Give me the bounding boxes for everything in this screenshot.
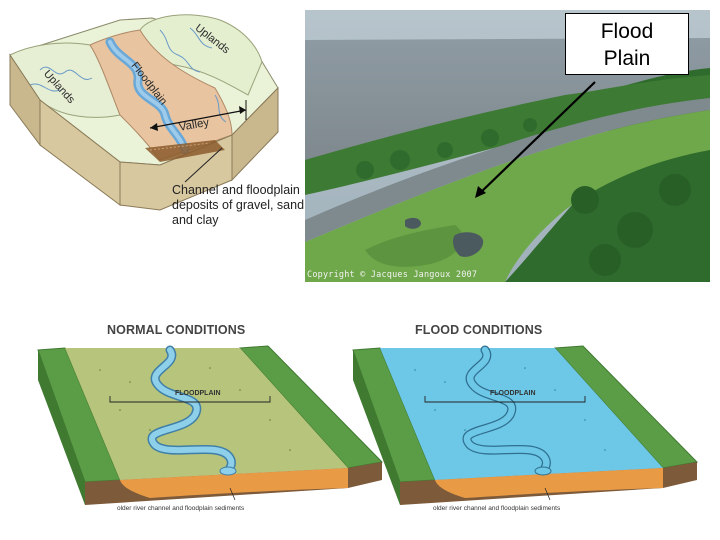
valley-block-svg — [9, 14, 279, 211]
photo-copyright: Copyright © Jacques Jangoux 2007 — [307, 270, 478, 280]
river-channel-photo — [305, 98, 710, 242]
floodplain-label-normal: FLOODPLAIN — [175, 390, 221, 397]
valley-arrow — [149, 109, 247, 129]
floodplain-normal — [65, 348, 348, 480]
sediment-normal — [120, 468, 348, 498]
callout-line-2: Plain — [603, 47, 651, 70]
deposit-layer — [145, 140, 225, 162]
flood-plain-callout: Flood Plain — [565, 13, 689, 75]
deposits-caption: Channel and floodplain deposits of grave… — [172, 183, 308, 227]
callout-line-1: Flood — [600, 20, 654, 43]
caption-leader-line — [184, 147, 223, 183]
normal-conditions-diagram: FLOODPLAIN — [37, 345, 384, 505]
flood-plain-arrow — [477, 81, 596, 196]
flood-conditions-title: FLOOD CONDITIONS — [415, 323, 543, 337]
normal-conditions-title: NORMAL CONDITIONS — [107, 323, 246, 337]
flood-conditions-diagram: FLOODPLAIN — [352, 345, 699, 505]
river-normal — [149, 347, 235, 478]
sediment-label-flood: older river channel and floodplain sedim… — [433, 505, 561, 512]
floodwater-surface — [380, 348, 663, 480]
sediment-flood — [435, 468, 663, 498]
river-flood — [463, 346, 550, 479]
floodplain-label-flood: FLOODPLAIN — [490, 390, 536, 397]
sediment-label-normal: older river channel and floodplain sedim… — [117, 505, 245, 512]
valley-block-diagram: Uplands Uplands Floodplain Valley Channe… — [0, 0, 308, 290]
